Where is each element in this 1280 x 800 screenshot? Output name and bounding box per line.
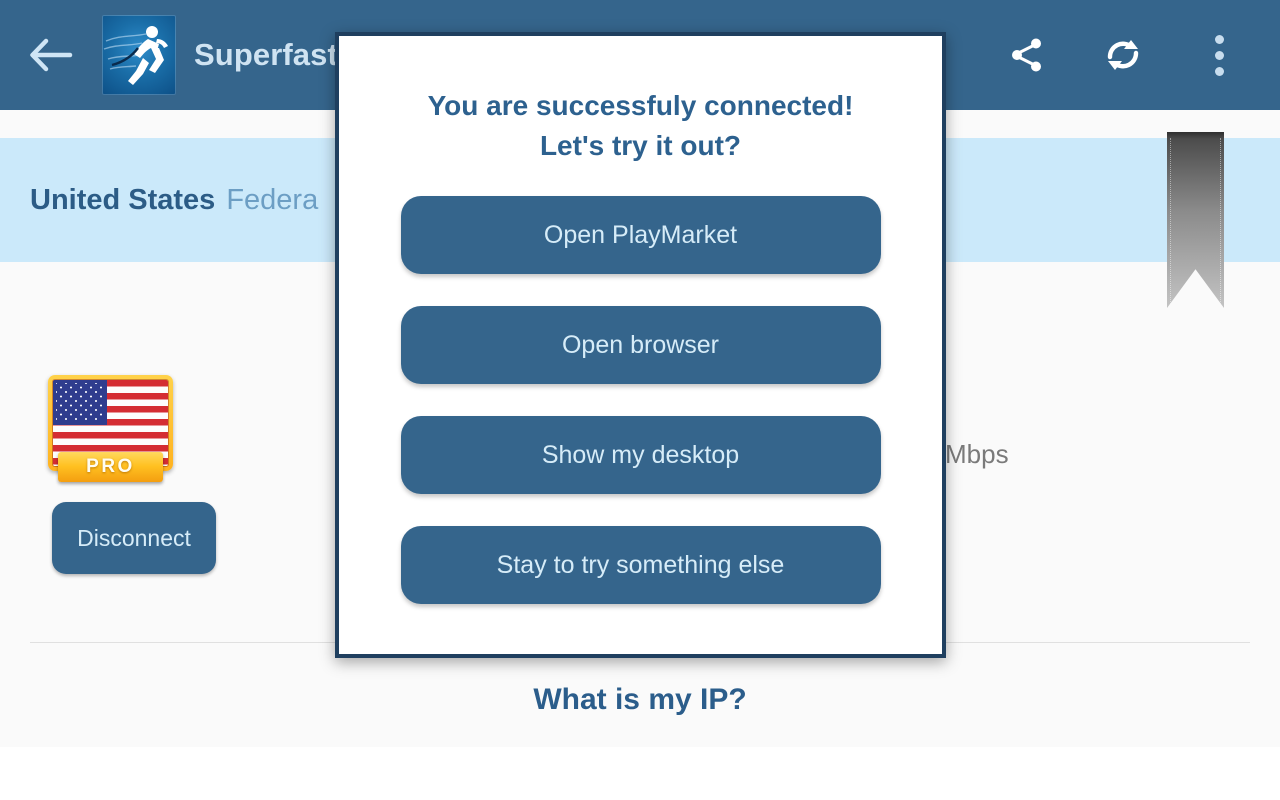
share-button[interactable] [1002, 30, 1052, 80]
overflow-menu-button[interactable] [1194, 30, 1244, 80]
open-browser-button[interactable]: Open browser [400, 306, 881, 384]
dialog-button-list: Open PlayMarket Open browser Show my des… [400, 196, 881, 604]
share-icon [1012, 38, 1041, 72]
refresh-icon [1107, 40, 1139, 70]
location-city: Federa [226, 183, 319, 216]
overflow-menu-icon [1214, 34, 1224, 76]
what-is-my-ip-link[interactable]: What is my IP? [533, 683, 747, 716]
show-my-desktop-button[interactable]: Show my desktop [400, 416, 881, 494]
app-bar-actions [1002, 30, 1258, 80]
back-button[interactable] [22, 26, 80, 84]
dialog-title-line-1: You are successfuly connected! [427, 90, 854, 121]
flag-canton [53, 380, 108, 425]
runner-glyph-icon [103, 26, 168, 85]
stay-to-try-something-else-button[interactable]: Stay to try something else [400, 526, 881, 604]
dialog-title-line-2: Let's try it out? [539, 130, 742, 161]
flag-stripes [53, 380, 168, 466]
runner-app-icon [102, 15, 176, 95]
server-flag: PRO [48, 375, 173, 482]
open-playmarket-button[interactable]: Open PlayMarket [400, 196, 881, 274]
back-arrow-icon [30, 38, 73, 72]
dialog-title: You are successfuly connected! Let's try… [428, 86, 854, 166]
disconnect-button[interactable]: Disconnect [52, 502, 216, 574]
location-country: United States [30, 183, 216, 216]
pro-badge: PRO [58, 452, 163, 482]
app-title: Superfast [194, 37, 338, 72]
speed-unit-label: Mbps [945, 439, 1009, 469]
connected-dialog: You are successfuly connected! Let's try… [335, 32, 946, 658]
refresh-button[interactable] [1098, 30, 1148, 80]
